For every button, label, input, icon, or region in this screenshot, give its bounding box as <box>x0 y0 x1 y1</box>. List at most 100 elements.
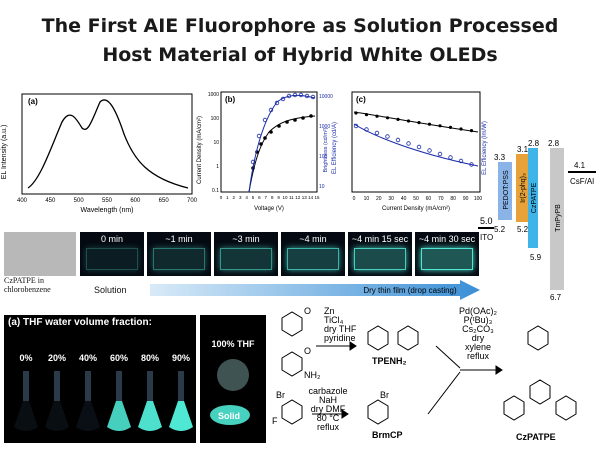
ir-bottom: 5.2 <box>517 225 529 234</box>
panel-a-xtick: 450 <box>45 198 56 204</box>
panel-b-xtick: 7 <box>265 195 268 200</box>
film-glow <box>421 248 473 270</box>
current-density-curve <box>248 115 316 193</box>
panel-b-ytick-left: 0.1 <box>212 188 219 194</box>
brightness-curve <box>248 94 316 193</box>
lm-per-w-point <box>395 137 401 143</box>
ir-bar <box>516 154 528 222</box>
drying-arrow: Dry thin film (drop casting) <box>150 280 480 300</box>
current-density-point <box>269 130 273 134</box>
step2-reagent: xylene <box>465 342 491 352</box>
br-label-2: Br <box>380 390 389 400</box>
panel-b-xtick: 4 <box>245 195 248 200</box>
film-glow <box>354 248 406 270</box>
czpatpe-ring-left <box>503 395 525 421</box>
step3-reagent: carbazole <box>308 386 347 396</box>
panel-b-xtick: 12 <box>295 195 301 200</box>
ito-value: 5.0 <box>480 216 493 226</box>
step2-arrow-top <box>435 345 461 369</box>
panel-b-ytick-left: 1000 <box>208 92 219 98</box>
film-frame: ~3 min <box>214 232 278 276</box>
panel-c-xtick: 100 <box>474 196 483 202</box>
csf-value: 4.1 <box>574 161 586 170</box>
carbonyl-o: O <box>304 306 311 316</box>
film-frame: ~4 min <box>281 232 345 276</box>
film-frame-label: 0 min <box>100 234 123 244</box>
step3-reagent: dry DMF <box>311 404 346 414</box>
film-frame-label: ~4 min <box>299 234 327 244</box>
film-frame-label: ~4 min 30 sec <box>418 234 476 244</box>
panel-c-xtick: 10 <box>364 196 370 202</box>
jvl-chart: Current Density (mA/cm²) (b) 10001001010… <box>197 91 333 212</box>
arrow-shape <box>150 280 480 300</box>
cd-per-a-point <box>448 125 453 129</box>
czpatpe-ring-core <box>529 379 551 405</box>
thf-photo: 100% THF Solid <box>200 315 266 443</box>
current-density-point <box>263 136 267 140</box>
film-glow <box>86 248 138 270</box>
vial-body <box>107 401 131 431</box>
panel-c-xtick: 90 <box>463 196 469 202</box>
fraction-label: 40% <box>79 353 97 363</box>
csf-name: CsF/Al <box>570 177 594 186</box>
thf-flask <box>217 359 249 391</box>
panel-c-ylabel-left: EL Efficiency (cd/A) <box>332 122 338 174</box>
el-spectrum-curve <box>27 99 189 189</box>
brmcp-label: BrmCP <box>372 430 403 440</box>
step1-reagent: TiCl₄ <box>324 315 344 325</box>
panel-b-ytick-left: 10 <box>213 140 219 146</box>
film-glow <box>153 248 205 270</box>
step2-reagent: reflux <box>467 351 490 361</box>
panel-a-xtick: 650 <box>159 198 170 204</box>
tpe-core-ring2 <box>397 325 419 351</box>
vial-body <box>169 401 193 431</box>
thf-label: 100% THF <box>211 339 255 349</box>
tmpypb-top: 2.8 <box>548 139 560 148</box>
panel-c-xtick: 0 <box>353 196 356 202</box>
cd-per-a-point <box>427 122 432 126</box>
panel-c-xtick: 20 <box>376 196 382 202</box>
current-density-point <box>259 142 263 146</box>
panel-b-xtick: 3 <box>239 195 242 200</box>
panel-b-ylabel-left: Current Density (mA/cm²) <box>197 116 203 184</box>
pedot-name: PEDOT:PSS <box>503 170 510 210</box>
panel-b-xtick: 10 <box>282 195 288 200</box>
lm-per-w-point <box>427 148 432 153</box>
page-title-line1: The First AIE Fluorophore as Solution Pr… <box>41 15 559 37</box>
panel-b-ytick-left: 100 <box>211 116 220 122</box>
film-frame: ~4 min 15 sec <box>348 232 412 276</box>
current-density-point <box>285 120 289 124</box>
current-density-point <box>309 114 313 118</box>
solid-label: Solid <box>218 411 240 421</box>
aie-header: (a) THF water volume fraction: <box>8 317 152 328</box>
panel-b-xtick: 9 <box>277 195 280 200</box>
vial-neck <box>178 371 184 401</box>
cd-per-a-point <box>438 124 442 128</box>
pedot-bar <box>498 162 512 220</box>
panel-c-xtick: 30 <box>388 196 394 202</box>
brightness-point <box>310 94 316 100</box>
film-glow <box>220 248 272 270</box>
film-glow <box>287 248 339 270</box>
fraction-label: 20% <box>48 353 66 363</box>
panel-b-ytick-right: 10 <box>319 184 325 190</box>
panel-c-frame <box>351 91 481 193</box>
aie-photo: (a) THF water volume fraction: 0%20%40%6… <box>4 315 196 443</box>
ir-name: Ir(2-phq)₃ <box>520 173 527 203</box>
step3-reagent: reflux <box>317 422 340 432</box>
vial-neck <box>85 371 91 401</box>
current-density-point <box>277 124 281 128</box>
fraction-label: 80% <box>141 353 159 363</box>
panel-b-xtick: 0 <box>220 195 223 200</box>
brightness-point <box>298 92 304 98</box>
lm-per-w-point <box>458 158 464 164</box>
brightness-point <box>292 92 298 98</box>
step2-reagent: dry <box>472 333 485 343</box>
czpatpe-bottom: 5.9 <box>530 253 542 262</box>
step2-arrow-bottom <box>427 371 461 415</box>
current-density-point <box>293 118 297 122</box>
cd-per-a-point <box>406 119 411 123</box>
